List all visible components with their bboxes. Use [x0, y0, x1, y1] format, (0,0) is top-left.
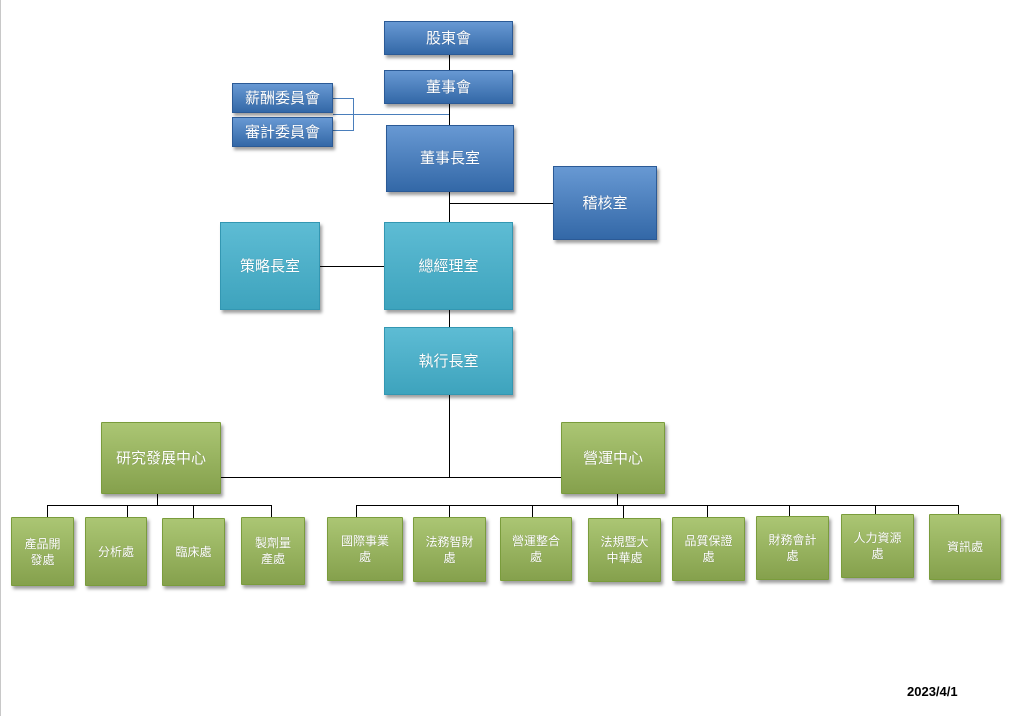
node-label: 營運中心 [582, 448, 643, 467]
connector-rd-down [157, 494, 158, 505]
connector-ops-drop [875, 505, 876, 514]
node-ops-division: 資訊處 [929, 514, 1001, 580]
node-audit-office: 稽核室 [553, 166, 657, 240]
connector-ops-drop [356, 505, 357, 517]
node-ops-division: 營運整合處 [500, 517, 572, 581]
node-label: 董事長室 [419, 149, 480, 167]
connector-ops-down [617, 494, 618, 505]
node-label: 稽核室 [582, 193, 628, 212]
connector-rd-divisions [47, 505, 272, 506]
node-compensation-committee: 薪酬委員會 [232, 83, 333, 113]
node-board-of-directors: 董事會 [384, 70, 513, 104]
node-strategy-office: 策略長室 [220, 222, 320, 310]
connector-rd-drop [271, 505, 272, 517]
node-label: 法務智財處 [425, 534, 474, 565]
node-label: 策略長室 [239, 256, 300, 275]
node-label: 產品開發處 [24, 536, 61, 567]
node-label: 臨床處 [175, 545, 212, 559]
node-label: 研究發展中心 [115, 448, 206, 467]
node-ceo-office: 執行長室 [384, 327, 513, 395]
node-chairman-office: 董事長室 [386, 125, 514, 192]
node-president-office: 總經理室 [384, 222, 513, 310]
node-label: 資訊處 [946, 540, 983, 554]
connector-ops-drop [449, 505, 450, 517]
node-label: 總經理室 [418, 256, 479, 275]
connector-rd-drop [193, 505, 194, 518]
node-ops-division: 品質保證處 [672, 517, 745, 581]
connector-ops-drop [958, 505, 959, 514]
node-label: 品質保證處 [684, 534, 733, 564]
node-label: 分析處 [97, 544, 134, 559]
connector-shareholders-board [449, 55, 450, 70]
node-label: 審計委員會 [244, 122, 320, 141]
chart-date: 2023/4/1 [907, 684, 958, 699]
connector-ceo-centers [449, 395, 450, 477]
node-rd-division: 臨床處 [162, 518, 225, 586]
connector-audit-office [449, 203, 553, 204]
connector-chairman-president [449, 192, 450, 222]
node-label: 財務會計處 [768, 533, 817, 563]
connector-board-chairman [449, 104, 450, 125]
node-label: 營運整合處 [511, 534, 560, 564]
node-label: 薪酬委員會 [244, 88, 320, 107]
connector-ops-drop [532, 505, 533, 517]
connector-strategy-office [320, 266, 384, 267]
connector-rd-drop [127, 505, 128, 517]
node-ops-division: 財務會計處 [756, 516, 829, 580]
node-audit-committee: 審計委員會 [232, 117, 333, 147]
node-label: 國際事業處 [340, 534, 389, 564]
node-label: 執行長室 [418, 351, 479, 370]
node-label: 董事會 [425, 77, 471, 96]
connector-ops-drop [789, 505, 790, 516]
node-ops-division: 國際事業處 [327, 517, 403, 581]
node-ops-division: 法務智財處 [413, 517, 486, 582]
connector-president-ceo [449, 310, 450, 327]
node-ops-division: 法規暨大中華處 [588, 518, 661, 582]
connector-ops-drop [623, 505, 624, 518]
node-label: 法規暨大中華處 [600, 535, 649, 565]
node-rd-division: 產品開發處 [11, 517, 74, 586]
connector-audit-committee-bracket [333, 130, 353, 131]
node-rd-division: 分析處 [85, 517, 147, 586]
node-rd-center: 研究發展中心 [101, 422, 221, 494]
node-label: 股東會 [425, 28, 471, 47]
node-rd-division: 製劑量產處 [241, 517, 305, 585]
connector-committees-main [333, 114, 449, 115]
connector-centers [221, 477, 561, 478]
node-shareholders-meeting: 股東會 [384, 21, 513, 55]
connector-ops-divisions [356, 505, 959, 506]
connector-compensation-bracket [333, 98, 353, 99]
node-ops-division: 人力資源處 [841, 514, 914, 578]
node-label: 人力資源處 [853, 531, 902, 561]
connector-ops-drop [707, 505, 708, 517]
connector-rd-drop [47, 505, 48, 517]
node-label: 製劑量產處 [254, 536, 291, 566]
node-operations-center: 營運中心 [561, 422, 665, 494]
